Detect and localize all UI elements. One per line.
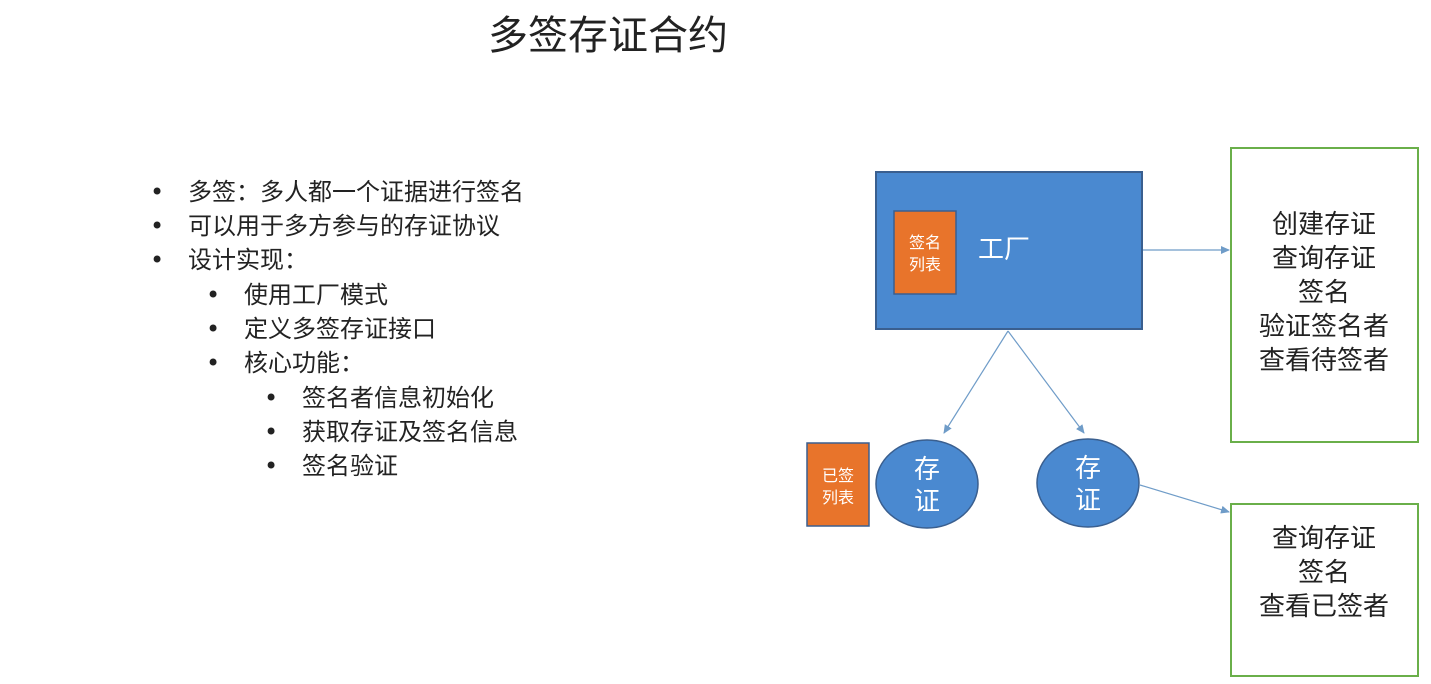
sign-list-label-line1: 签名 [909,233,941,252]
factory-function-item: 查询存证 [1272,244,1376,274]
factory-function-item: 签名 [1298,278,1350,308]
factory-function-item: 验证签名者 [1259,312,1389,342]
bullet-text: 签名验证 [302,452,398,480]
evidence-to-functions-arrow [1139,484,1230,514]
bullet-dot: • [206,315,221,343]
evidence-functions-box [1230,503,1419,677]
evidence-left-line2: 证 [914,487,940,517]
signed-list-label-line1: 已签 [822,466,854,485]
factory-to-evidence-left-arrow [943,330,1009,434]
bullet-text: 多签：多人都一个证据进行签名 [188,178,524,206]
signed-list-label-line2: 列表 [822,488,854,507]
evidence-right-line1: 存 [1075,454,1101,484]
signed-list-box [806,442,870,527]
evidence-left-line1: 存 [914,455,940,485]
evidence-function-item: 查询存证 [1272,524,1376,554]
bullet-dot: • [206,281,221,309]
bullet-text: 核心功能： [244,349,364,377]
factory-label: 工厂 [978,235,1030,265]
factory-functions-box [1230,147,1419,443]
evidence-right-line2: 证 [1075,486,1101,516]
evidence-function-item: 查看已签者 [1259,592,1389,622]
bullet-text: 签名者信息初始化 [302,384,494,412]
evidence-function-item: 签名 [1298,558,1350,588]
sign-list-label-line2: 列表 [909,255,941,274]
page-title: 多签存证合约 [488,13,728,59]
bullet-text: 设计实现： [188,246,308,274]
bullet-text: 可以用于多方参与的存证协议 [188,212,500,240]
bullet-dot: • [264,384,279,412]
bullet-text: 使用工厂模式 [244,281,388,309]
bullet-dot: • [150,246,165,274]
bullet-text: 获取存证及签名信息 [302,418,518,446]
bullet-text: 定义多签存证接口 [244,315,436,343]
evidence-left-circle [875,439,979,529]
sign-list-box [893,210,957,295]
bullet-dot: • [264,418,279,446]
factory-to-evidence-right-arrow [1007,330,1085,434]
factory-function-item: 创建存证 [1272,210,1376,240]
factory-function-item: 查看待签者 [1259,346,1389,376]
bullet-dot: • [264,452,279,480]
evidence-right-circle [1036,438,1140,528]
bullet-dot: • [150,212,165,240]
bullet-dot: • [206,349,221,377]
bullet-dot: • [150,178,165,206]
